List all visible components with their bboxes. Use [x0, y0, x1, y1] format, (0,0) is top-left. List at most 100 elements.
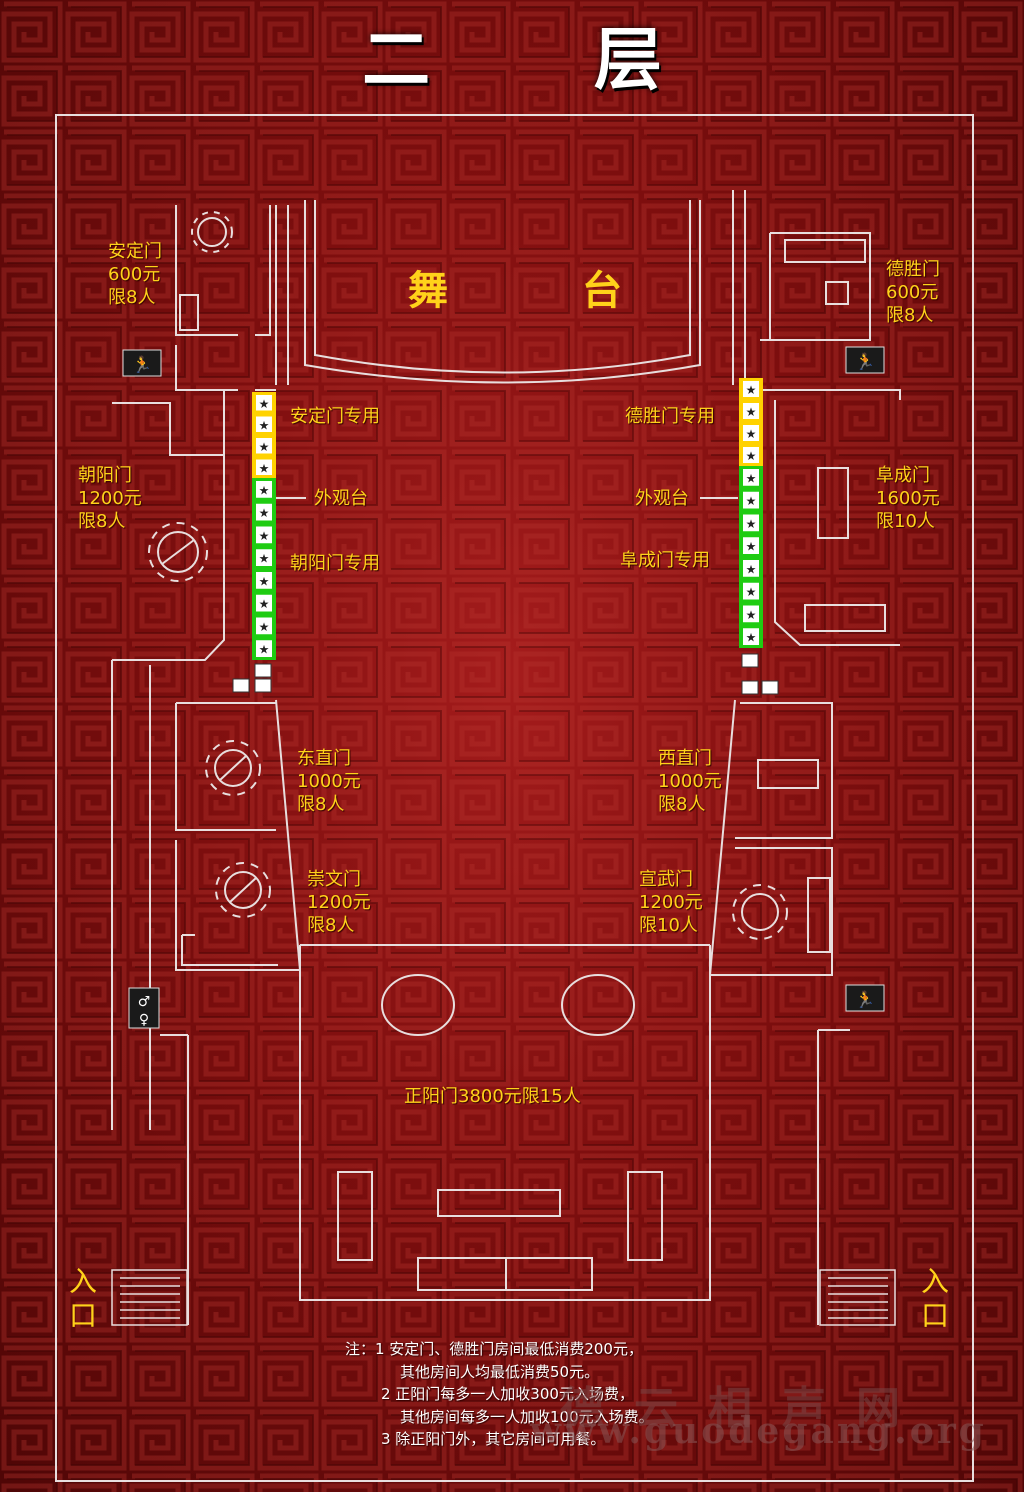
note-line: 2 正阳门每多一人加收300元入场费， [381, 1385, 634, 1403]
room-dongzhi[interactable]: 东直门 1000元 限8人 [297, 747, 361, 816]
star-seat-icon [743, 560, 759, 577]
star-glyph: ★ [259, 529, 270, 543]
room-name: 西直门 [658, 748, 712, 769]
balcony-seat-strips: ★★★★★★★★★★★★★★★★★★★★★★★★ [232, 378, 779, 695]
right-lower-rooms [709, 699, 833, 976]
star-seat-icon [256, 617, 272, 635]
note-line: 其他房间每多一人加收100元入场费。 [400, 1407, 654, 1426]
star-glyph: ★ [746, 449, 757, 463]
emergency-exit-icon: 🏃 [845, 984, 885, 1012]
star-seat-icon [256, 594, 272, 612]
room-limit: 限8人 [108, 287, 156, 308]
room-price: 1200元 [78, 488, 142, 509]
room-limit: 限8人 [307, 915, 355, 936]
star-seat-icon [743, 491, 759, 509]
star-glyph: ★ [746, 585, 757, 599]
rect-table-icon [757, 239, 866, 789]
room-name: 宣武门 [639, 869, 693, 890]
room-price: 1000元 [297, 771, 361, 792]
room-limit: 限8人 [297, 794, 345, 815]
star-seat-icon [232, 678, 250, 693]
svg-text:🏃: 🏃 [855, 990, 875, 1009]
plan-border [55, 114, 974, 1482]
note-line: 注：1 安定门、德胜门房间最低消费200元， [345, 1340, 643, 1358]
chaoyang-room-walls [111, 455, 225, 1130]
star-seat-icon [741, 653, 759, 668]
svg-text:♀: ♀ [139, 1012, 149, 1028]
room-desheng[interactable]: 德胜门 600元 限8人 [886, 258, 940, 327]
room-xuanwu[interactable]: 宣武门 1200元 限10人 [639, 868, 703, 937]
desheng-room-walls [745, 232, 901, 646]
stage-outline [275, 190, 746, 385]
chaoyang-only-label: 朝阳门专用 [290, 553, 380, 574]
star-glyph: ★ [259, 461, 270, 475]
star-seat-icon [254, 678, 272, 693]
stage-label-right: 台 [582, 268, 622, 314]
star-seat-icon [256, 526, 272, 544]
watermark-cn: 德云相声网 [560, 1383, 930, 1434]
room-chongwen[interactable]: 崇文门 1200元 限8人 [307, 868, 371, 937]
star-glyph: ★ [746, 631, 757, 645]
viewing-right-leader-line [700, 497, 738, 499]
fucheng-only-label: 阜成门专用 [620, 550, 710, 571]
svg-text:♂: ♂ [138, 994, 151, 1010]
viewing-platform-right-label: 外观台 [635, 488, 689, 509]
entrance-left-label: 入 口 [68, 1265, 97, 1332]
left-lower-rooms [149, 665, 301, 1130]
entrance-left[interactable]: 入 口 [68, 1265, 98, 1333]
star-seat-icon [256, 549, 272, 566]
star-seat-icon [743, 537, 759, 554]
room-limit: 限8人 [886, 305, 934, 326]
lounge-table-icon [337, 974, 663, 1291]
star-glyph: ★ [259, 440, 270, 454]
star-seat-icon [743, 425, 759, 441]
entrance-right[interactable]: 入 口 [920, 1265, 950, 1333]
star-glyph: ★ [259, 397, 270, 411]
svg-text:🏃: 🏃 [132, 355, 152, 374]
room-limit: 限8人 [78, 511, 126, 532]
star-glyph: ★ [746, 427, 757, 441]
star-glyph: ★ [259, 483, 270, 497]
star-seat-icon [254, 663, 272, 678]
star-seat-icon [256, 572, 272, 589]
room-name: 朝阳门 [78, 465, 132, 486]
anding-room-walls [112, 205, 276, 456]
room-anding[interactable]: 安定门 600元 限8人 [108, 240, 162, 309]
zhengyang-hall-walls [160, 944, 850, 1325]
note-line: 其他房间人均最低消费50元。 [400, 1362, 600, 1381]
star-seat-icon [743, 403, 759, 419]
viewing-left-leader-line [276, 497, 306, 499]
round-table-icon [148, 522, 208, 582]
star-glyph: ★ [259, 418, 270, 432]
star-seat-icon [256, 438, 272, 454]
room-zhengyang[interactable]: 正阳门3800元限15人 [404, 1086, 581, 1107]
room-xizhi[interactable]: 西直门 1000元 限8人 [658, 747, 722, 816]
round-table-icon [205, 740, 261, 796]
star-glyph: ★ [259, 597, 270, 611]
star-glyph: ★ [259, 506, 270, 520]
room-limit: 限8人 [658, 794, 706, 815]
room-name: 崇文门 [307, 869, 361, 890]
entrance-right-label: 入 口 [920, 1265, 949, 1332]
room-chaoyang[interactable]: 朝阳门 1200元 限8人 [78, 464, 142, 533]
svg-text:🏃: 🏃 [855, 352, 875, 371]
room-price: 1000元 [658, 771, 722, 792]
star-glyph: ★ [259, 643, 270, 657]
star-seat-icon [741, 680, 759, 695]
room-fucheng[interactable]: 阜成门 1600元 限10人 [876, 464, 940, 533]
star-seat-icon [743, 514, 759, 532]
room-price: 1200元 [639, 892, 703, 913]
note-line: 3 除正阳门外，其它房间可用餐。 [381, 1430, 606, 1448]
emergency-exit-icon: 🏃 [122, 349, 162, 377]
round-table-icon [191, 211, 233, 253]
room-name: 阜成门 [876, 465, 930, 486]
star-seat-icon [743, 381, 759, 397]
star-seat-icon [256, 416, 272, 432]
star-seat-icon [743, 628, 759, 645]
star-glyph: ★ [746, 494, 757, 508]
room-name: 德胜门 [886, 259, 940, 280]
star-glyph: ★ [259, 552, 270, 566]
desheng-only-label: 德胜门专用 [625, 406, 715, 427]
star-seat-icon [743, 605, 759, 623]
